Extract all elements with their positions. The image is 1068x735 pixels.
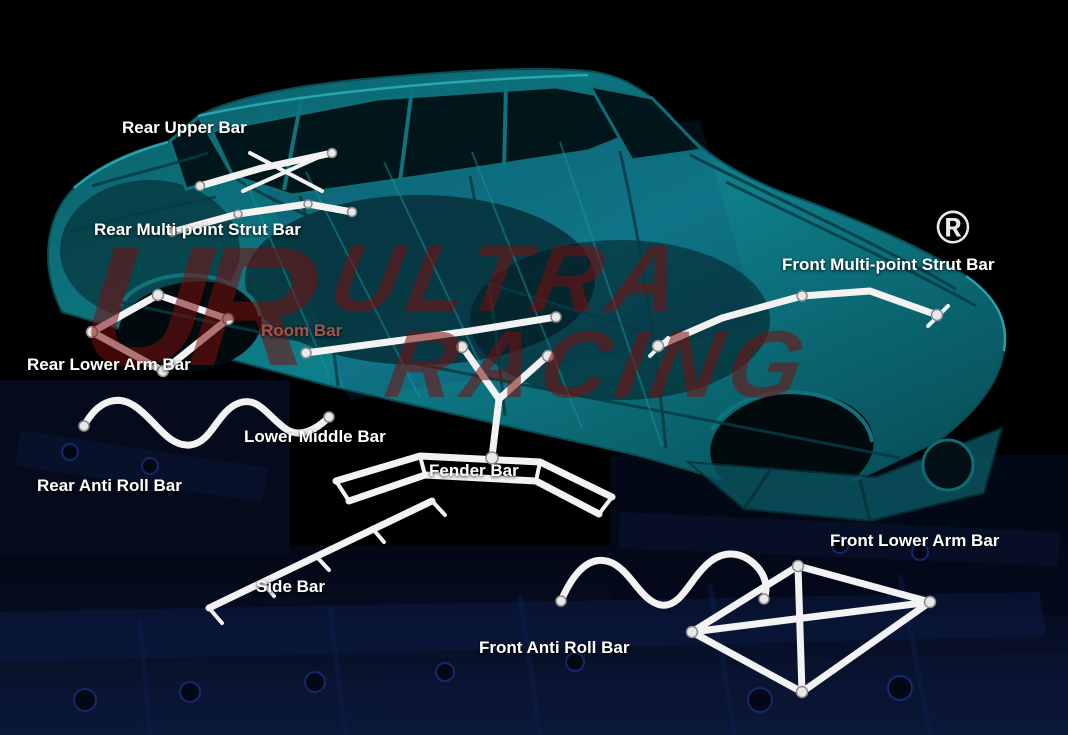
label-room-bar: Room Bar [261, 321, 343, 340]
rear-lower-arm-bar [85, 288, 235, 378]
label-side-bar: Side Bar [256, 577, 325, 596]
fender-bar [455, 340, 555, 465]
room-bar [300, 311, 562, 359]
registered-trademark-symbol: ® [936, 201, 970, 253]
label-lower-middle-bar: Lower Middle Bar [244, 427, 386, 446]
label-front-anti-roll-bar: Front Anti Roll Bar [479, 638, 630, 657]
label-front-lower-arm-bar: Front Lower Arm Bar [830, 531, 1000, 550]
floor-structure [0, 380, 1068, 735]
label-front-multi-point-strut-bar: Front Multi-point Strut Bar [782, 255, 995, 274]
label-rear-anti-roll-bar: Rear Anti Roll Bar [37, 476, 182, 495]
rear-upper-bar [194, 147, 338, 193]
front-multi-point-strut-bar [648, 287, 950, 358]
label-rear-upper-bar: Rear Upper Bar [122, 118, 247, 137]
lower-middle-bar [332, 452, 616, 518]
label-fender-bar: Fender Bar [429, 461, 519, 480]
label-rear-lower-arm-bar: Rear Lower Arm Bar [27, 355, 191, 374]
rear-anti-roll-bar [78, 396, 335, 449]
label-rear-multi-point-strut-bar: Rear Multi-point Strut Bar [94, 220, 301, 239]
side-bar [205, 497, 447, 625]
front-anti-roll-bar [555, 550, 770, 609]
rear-multi-point-strut-bar [166, 199, 358, 238]
front-lower-arm-bar [685, 559, 937, 699]
